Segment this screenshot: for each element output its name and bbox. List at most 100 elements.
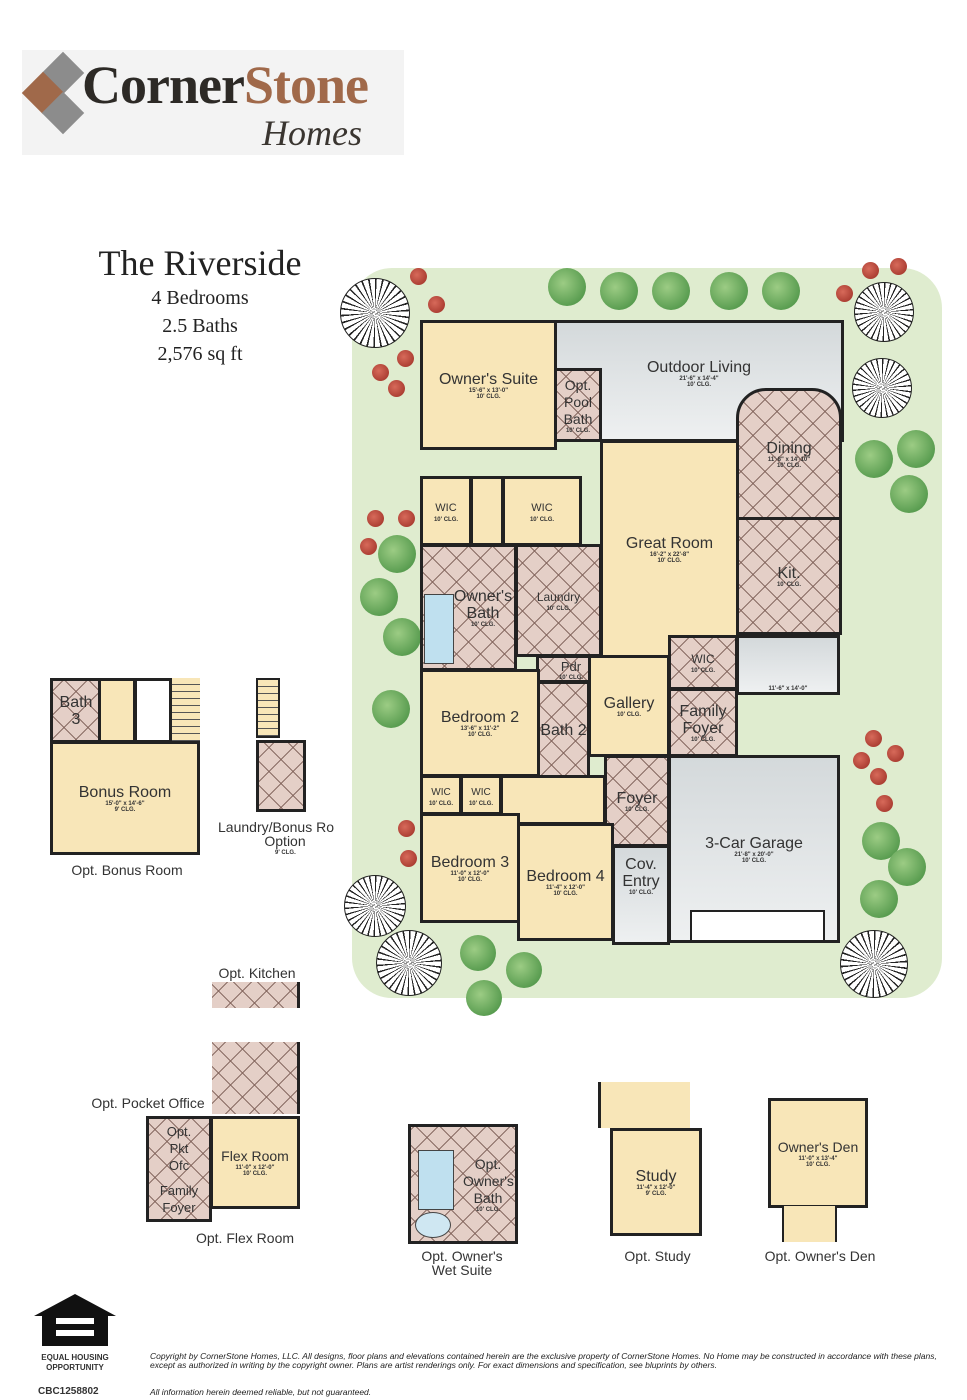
shrub-icon xyxy=(865,730,882,747)
ceiling-note: 9' CLG. xyxy=(275,850,296,856)
closet xyxy=(134,678,172,743)
tree-icon xyxy=(855,440,893,478)
shrub-icon xyxy=(398,510,415,527)
caption-laundry-bonus: Laundry/Bonus Ro xyxy=(218,819,334,835)
shrub-icon xyxy=(836,285,853,302)
shrub-icon xyxy=(367,510,384,527)
study-entry xyxy=(598,1082,690,1128)
caption-opt-owners: Opt. Owner's xyxy=(421,1248,503,1264)
caption-opt-pocket-office: Opt. Pocket Office xyxy=(91,1095,205,1111)
kitchen-fragment xyxy=(212,1042,300,1114)
plan-info: The Riverside 4 Bedrooms 2.5 Baths 2,576… xyxy=(60,242,340,368)
tree-icon xyxy=(340,278,410,348)
tree-icon xyxy=(372,690,410,728)
room-laundry-option xyxy=(256,740,306,812)
shower-icon xyxy=(418,1150,454,1210)
tree-icon xyxy=(344,875,406,937)
tree-icon xyxy=(888,848,926,886)
tree-icon xyxy=(840,930,908,998)
copyright-notice: Copyright by CornerStone Homes, LLC. All… xyxy=(150,1351,937,1370)
tree-icon xyxy=(376,930,442,996)
room-kitchen: Kit.10' CLG. xyxy=(736,517,842,635)
plan-bedrooms: 4 Bedrooms xyxy=(151,287,249,309)
tub-icon xyxy=(415,1212,451,1238)
den-entry xyxy=(782,1206,837,1242)
logo-subtitle: Homes xyxy=(262,113,362,153)
caption-laundry-option: Option xyxy=(264,833,306,849)
stairs xyxy=(256,678,280,738)
logo-wordmark: CornerStone xyxy=(82,55,369,115)
caption-opt-flex-room: Opt. Flex Room xyxy=(195,1230,295,1246)
license-number: CBC1258802 xyxy=(38,1386,99,1397)
shrub-icon xyxy=(887,745,904,762)
tree-icon xyxy=(860,880,898,918)
tree-icon xyxy=(600,272,638,310)
shrub-icon xyxy=(876,795,893,812)
caption-opt-bonus-room: Opt. Bonus Room xyxy=(71,862,183,878)
tree-icon xyxy=(378,535,416,573)
garage-bay-dims: 11'-6" x 14'-0" xyxy=(736,635,840,695)
shrub-icon xyxy=(388,380,405,397)
shower-icon xyxy=(424,594,454,664)
shrub-icon xyxy=(410,268,427,285)
equal-housing-icon xyxy=(32,1292,118,1352)
tree-icon xyxy=(897,430,935,468)
caption-opt-kitchen: Opt. Kitchen xyxy=(218,965,296,981)
tree-icon xyxy=(762,272,800,310)
shrub-icon xyxy=(853,752,870,769)
shrub-icon xyxy=(870,768,887,785)
plan-title: The Riverside xyxy=(98,243,302,283)
tree-icon xyxy=(854,282,914,342)
room-bath-3: Bath 3 xyxy=(50,678,100,743)
shrub-icon xyxy=(360,538,377,555)
tree-icon xyxy=(460,935,496,971)
shrub-icon xyxy=(400,850,417,867)
tree-icon xyxy=(548,268,586,306)
garage-door xyxy=(690,910,825,942)
tree-icon xyxy=(506,952,542,988)
tree-icon xyxy=(360,578,398,616)
shrub-icon xyxy=(397,350,414,367)
tree-icon xyxy=(852,358,912,418)
closet-hall xyxy=(470,476,504,546)
logo xyxy=(21,50,404,155)
shrub-icon xyxy=(890,258,907,275)
tree-icon xyxy=(383,618,421,656)
caption-opt-owners-den: Opt. Owner's Den xyxy=(764,1248,876,1264)
tree-icon xyxy=(890,475,928,513)
shrub-icon xyxy=(398,820,415,837)
caption-wet-suite: Wet Suite xyxy=(431,1262,493,1278)
shrub-icon xyxy=(372,364,389,381)
room-bath-2: Bath 2 xyxy=(537,681,590,780)
closet xyxy=(98,678,136,743)
tree-icon xyxy=(710,272,748,310)
plan-baths: 2.5 Baths xyxy=(162,315,238,337)
tree-icon xyxy=(652,272,690,310)
tree-icon xyxy=(466,980,502,1016)
disclaimer: All information herein deemed reliable, … xyxy=(150,1387,372,1397)
kitchen-fragment xyxy=(212,982,300,1008)
